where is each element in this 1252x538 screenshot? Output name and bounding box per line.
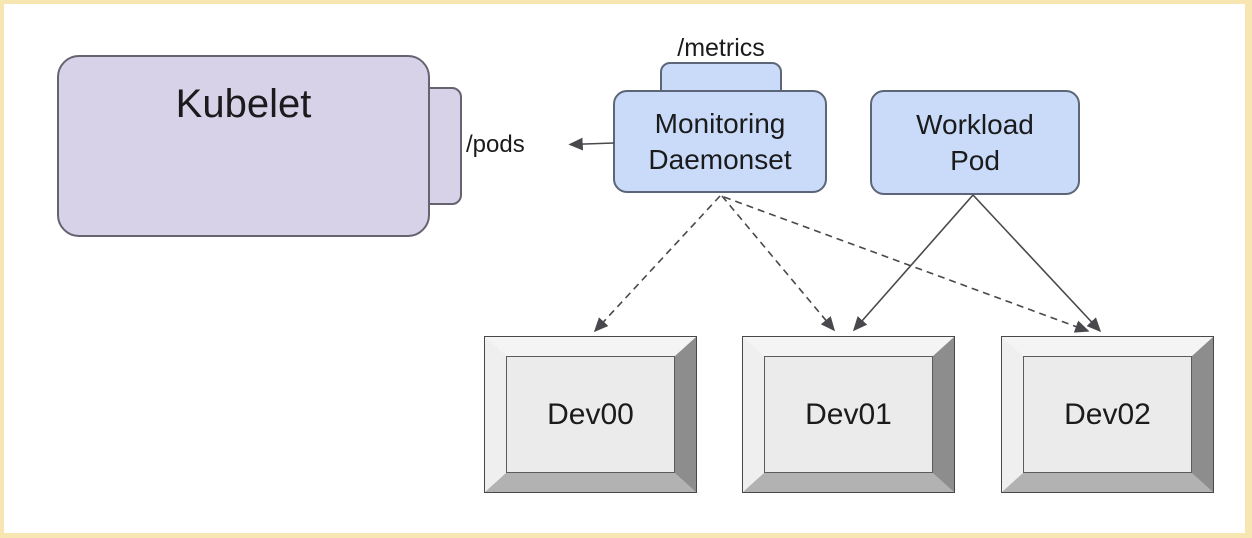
edge-monitoring-to-pods bbox=[568, 137, 615, 151]
device-box-dev00: Dev00 bbox=[485, 337, 696, 492]
device-label: Dev02 bbox=[1064, 397, 1151, 431]
kubelet-box bbox=[57, 55, 430, 237]
monitoring-daemonset-box: Monitoring Daemonset bbox=[613, 90, 827, 193]
device-label: Dev01 bbox=[805, 397, 892, 431]
edge-workload-to-dev01 bbox=[852, 194, 974, 332]
workload-pod-label: Workload Pod bbox=[916, 108, 1034, 176]
metrics-endpoint-label: /metrics bbox=[677, 34, 765, 62]
device-box-dev02: Dev02 bbox=[1002, 337, 1213, 492]
edge-monitoring-to-dev01 bbox=[721, 195, 836, 332]
edge-monitoring-to-dev00 bbox=[593, 195, 721, 333]
pods-endpoint-label: /pods bbox=[466, 131, 525, 158]
edge-workload-to-dev02 bbox=[972, 194, 1102, 333]
edge-monitoring-to-dev02 bbox=[723, 196, 1090, 333]
monitoring-daemonset-label: Monitoring Daemonset bbox=[648, 107, 792, 175]
workload-pod-box: Workload Pod bbox=[870, 90, 1080, 195]
device-label: Dev00 bbox=[547, 397, 634, 431]
device-box-dev01: Dev01 bbox=[743, 337, 954, 492]
kubelet-label: Kubelet bbox=[175, 82, 312, 126]
